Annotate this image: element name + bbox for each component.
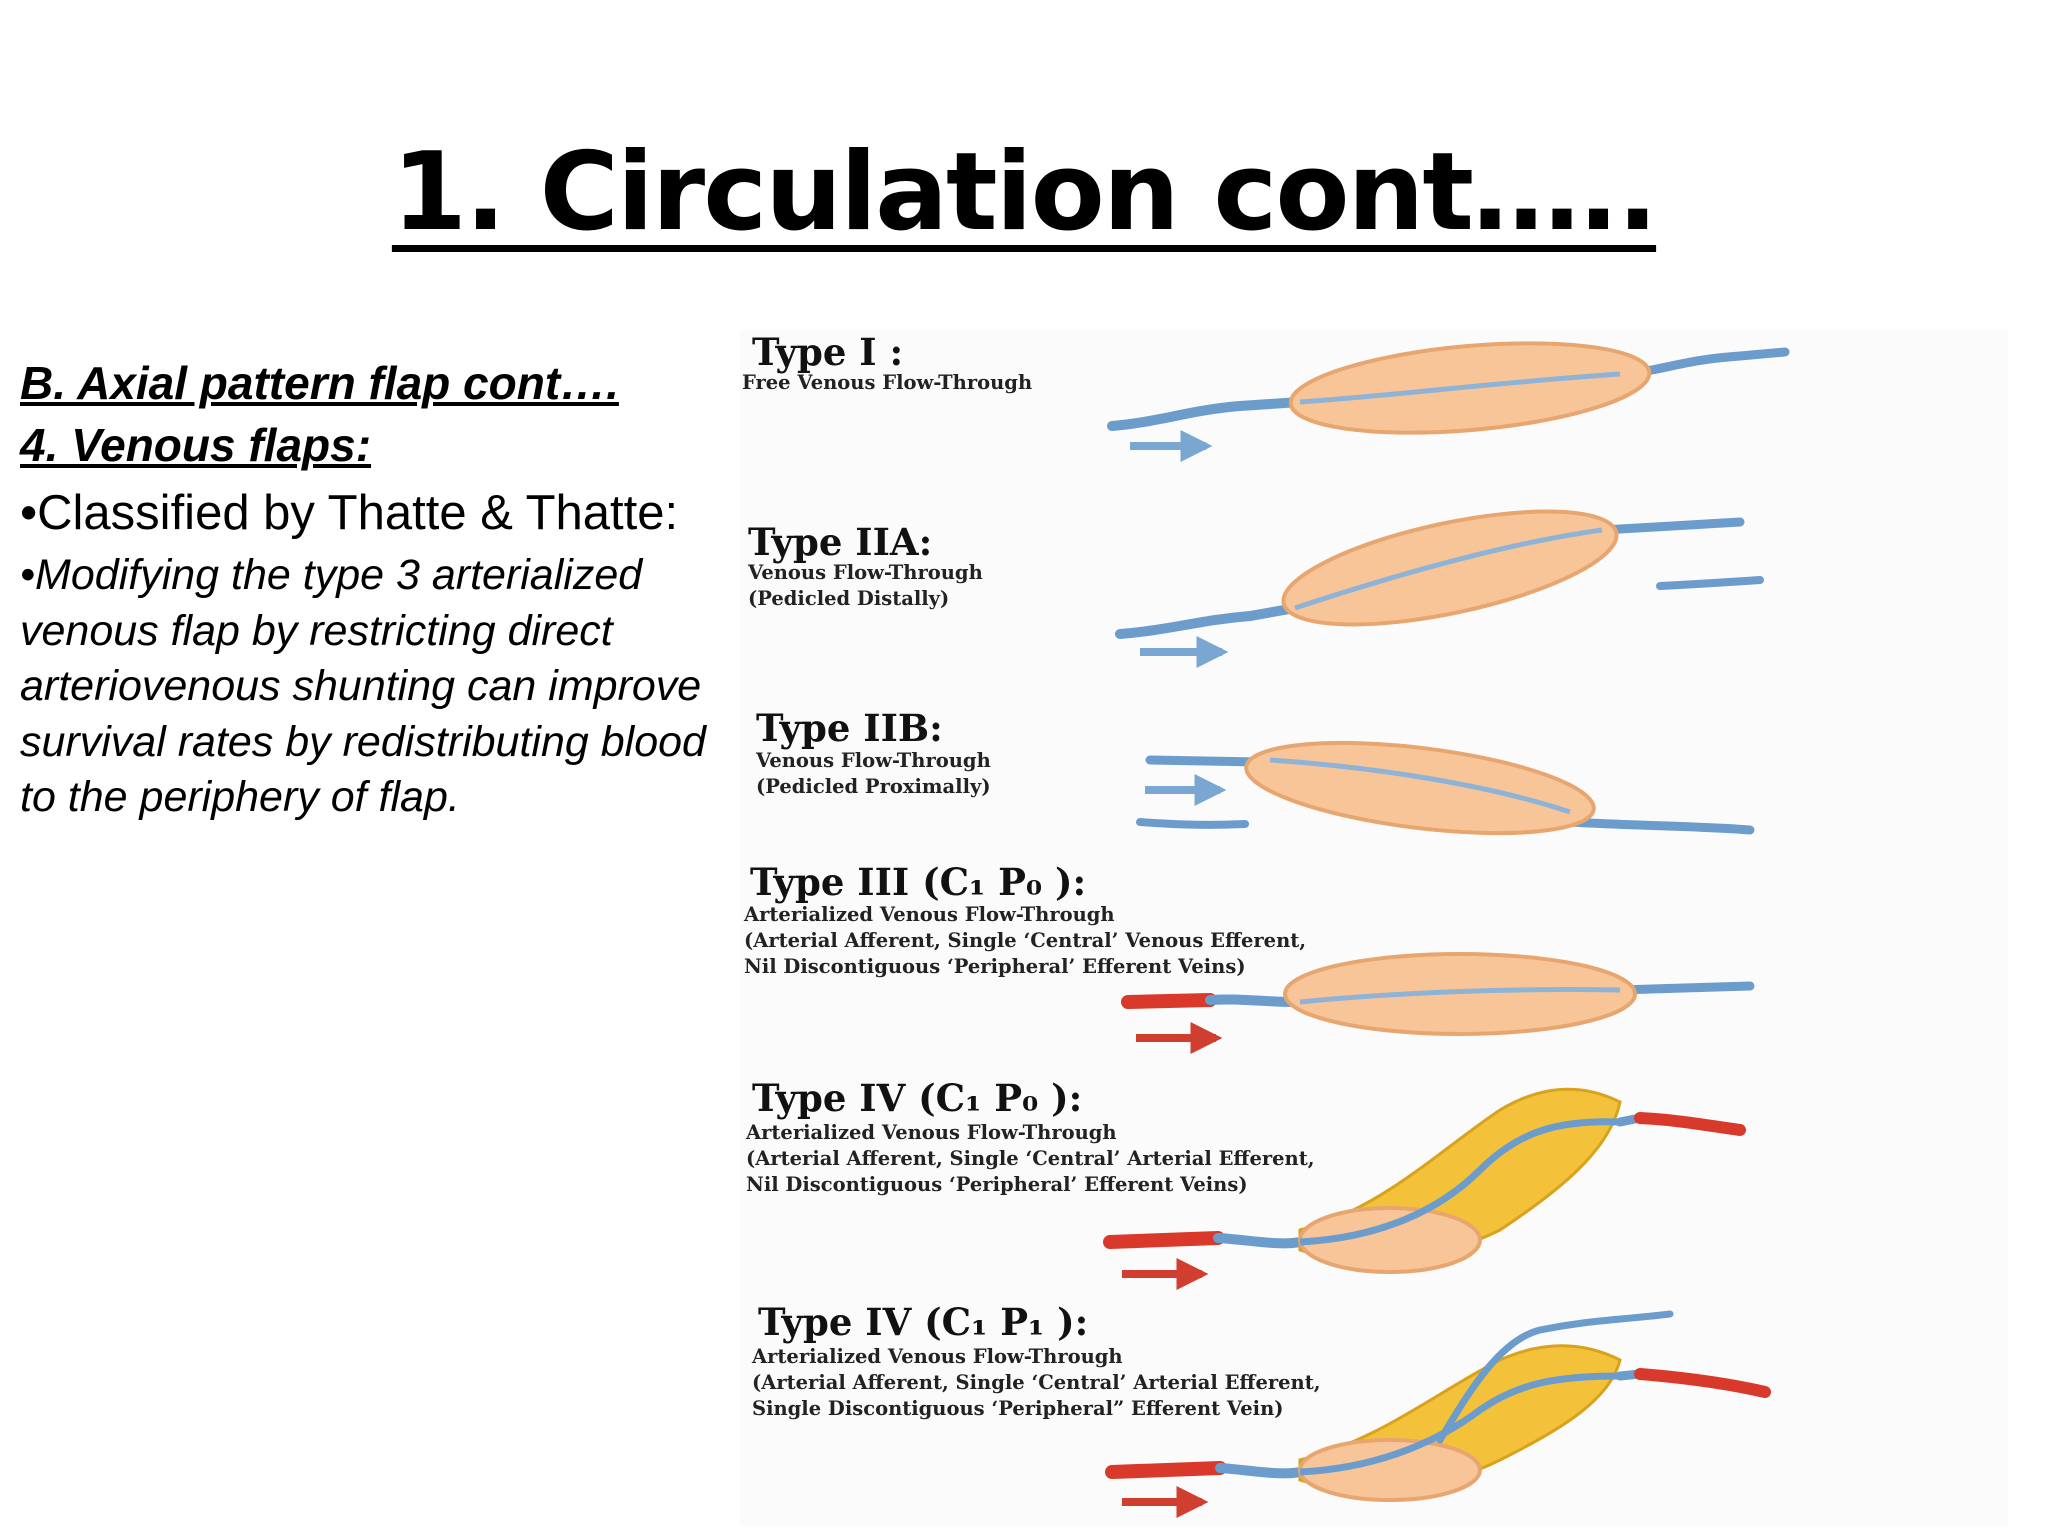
type-2a-vein-in: [1115, 603, 1300, 639]
type-2b-central-vein: [1269, 757, 1571, 815]
type-4b-label: Type IV (C₁ P₁ ):: [758, 1300, 1089, 1344]
type-4b-desc-line: (Arterial Afferent, Single ‘Central’ Art…: [752, 1371, 1321, 1394]
type-3-flap-drawing: [1121, 952, 1755, 1054]
type-2a-vein-out: [1597, 517, 1745, 535]
type-4b-artery-in: [1105, 1461, 1227, 1479]
bullet-modifying-type-3: •Modifying the type 3 arterialized venou…: [20, 551, 706, 821]
type-2b-label: Type IIB:: [756, 706, 943, 750]
subheading-venous-flaps: 4. Venous flaps:: [20, 419, 372, 471]
type-4b-peripheral-vein: [1436, 1310, 1674, 1444]
type-2a-flap-drawing: [1115, 509, 1764, 668]
type-3-vein-out: [1615, 981, 1755, 995]
type-2b-desc-line: (Pedicled Proximally): [756, 775, 991, 798]
type-4b-flap-drawing: [1105, 1310, 1771, 1518]
type-1-description: Free Venous Flow-Through: [742, 370, 1032, 396]
type-4b-desc-line: Single Discontiguous ‘Peripheral” Effere…: [752, 1397, 1284, 1420]
type-1-label: Type I :: [752, 330, 904, 374]
type-2b-vein-in: [1145, 755, 1265, 767]
type-2b-vein-out: [1565, 817, 1755, 835]
type-3-description: Arterialized Venous Flow-Through (Arteri…: [744, 902, 1306, 980]
slide-title-text: 1. Circulation cont…..: [391, 130, 1658, 255]
type-2a-desc-line: Venous Flow-Through: [748, 561, 983, 584]
flap-diagrams: [1103, 341, 1790, 1518]
type-2a-label: Type IIA:: [748, 520, 933, 564]
type-3-label: Type III (C₁ P₀ ):: [750, 860, 1087, 904]
type-4a-desc-line: Nil Discontiguous ‘Peripheral’ Efferent …: [746, 1173, 1248, 1196]
type-4a-vein-in: [1213, 1233, 1305, 1249]
type-4b-description: Arterialized Venous Flow-Through (Arteri…: [752, 1344, 1321, 1422]
type-2a-flap: [1281, 509, 1619, 627]
type-1-central-vein: [1299, 371, 1621, 405]
type-2b-desc-line: Venous Flow-Through: [756, 749, 991, 772]
type-4a-flap-drawing: [1103, 1087, 1746, 1290]
type-3-artery-in: [1121, 993, 1217, 1009]
type-2b-proximal-vein-stub: [1136, 818, 1249, 829]
type-4a-artery-efferent: [1634, 1112, 1746, 1136]
type-4a-label: Type IV (C₁ P₀ ):: [752, 1076, 1083, 1120]
type-4b-artery-efferent: [1634, 1368, 1771, 1398]
type-4b-desc-line: Arterialized Venous Flow-Through: [752, 1345, 1123, 1368]
type-4a-artery-in: [1103, 1231, 1225, 1249]
type-4a-desc-line: Arterialized Venous Flow-Through: [746, 1121, 1117, 1144]
subheading-axial-pattern-flap: B. Axial pattern flap cont….: [20, 357, 619, 409]
type-2b-flap-drawing: [1136, 740, 1755, 836]
type-2a-description: Venous Flow-Through (Pedicled Distally): [748, 560, 983, 612]
type-4a-central-vessel: [1299, 1118, 1621, 1246]
type-4b-vein-in: [1215, 1463, 1305, 1479]
type-4a-desc-line: (Arterial Afferent, Single ‘Central’ Art…: [746, 1147, 1315, 1170]
venous-flap-classification-figure: Type I : Free Venous Flow-Through Type I…: [740, 330, 2008, 1526]
type-1-vein-in: [1107, 397, 1305, 431]
type-3-desc-line: Arterialized Venous Flow-Through: [744, 903, 1115, 926]
type-3-desc-line: (Arterial Afferent, Single ‘Central’ Ven…: [744, 929, 1307, 952]
type-2a-central-vein: [1294, 527, 1603, 611]
bullet-classification: •Classified by Thatte & Thatte:: [20, 486, 679, 540]
slide-title: 1. Circulation cont…..: [0, 130, 2048, 255]
type-1-flap-drawing: [1107, 341, 1790, 462]
type-2a-desc-line: (Pedicled Distally): [748, 587, 950, 610]
type-2b-description: Venous Flow-Through (Pedicled Proximally…: [756, 748, 991, 800]
text-column: B. Axial pattern flap cont…. 4. Venous f…: [20, 352, 740, 826]
type-4b-central-vessel: [1299, 1372, 1621, 1476]
type-3-central-vein: [1299, 987, 1621, 1005]
type-4a-description: Arterialized Venous Flow-Through (Arteri…: [746, 1120, 1315, 1198]
type-3-desc-line: Nil Discontiguous ‘Peripheral’ Efferent …: [744, 955, 1246, 978]
type-2b-flap: [1244, 740, 1596, 836]
type-1-desc-line: Free Venous Flow-Through: [742, 371, 1033, 394]
type-2a-distal-vein-stub: [1656, 576, 1764, 590]
